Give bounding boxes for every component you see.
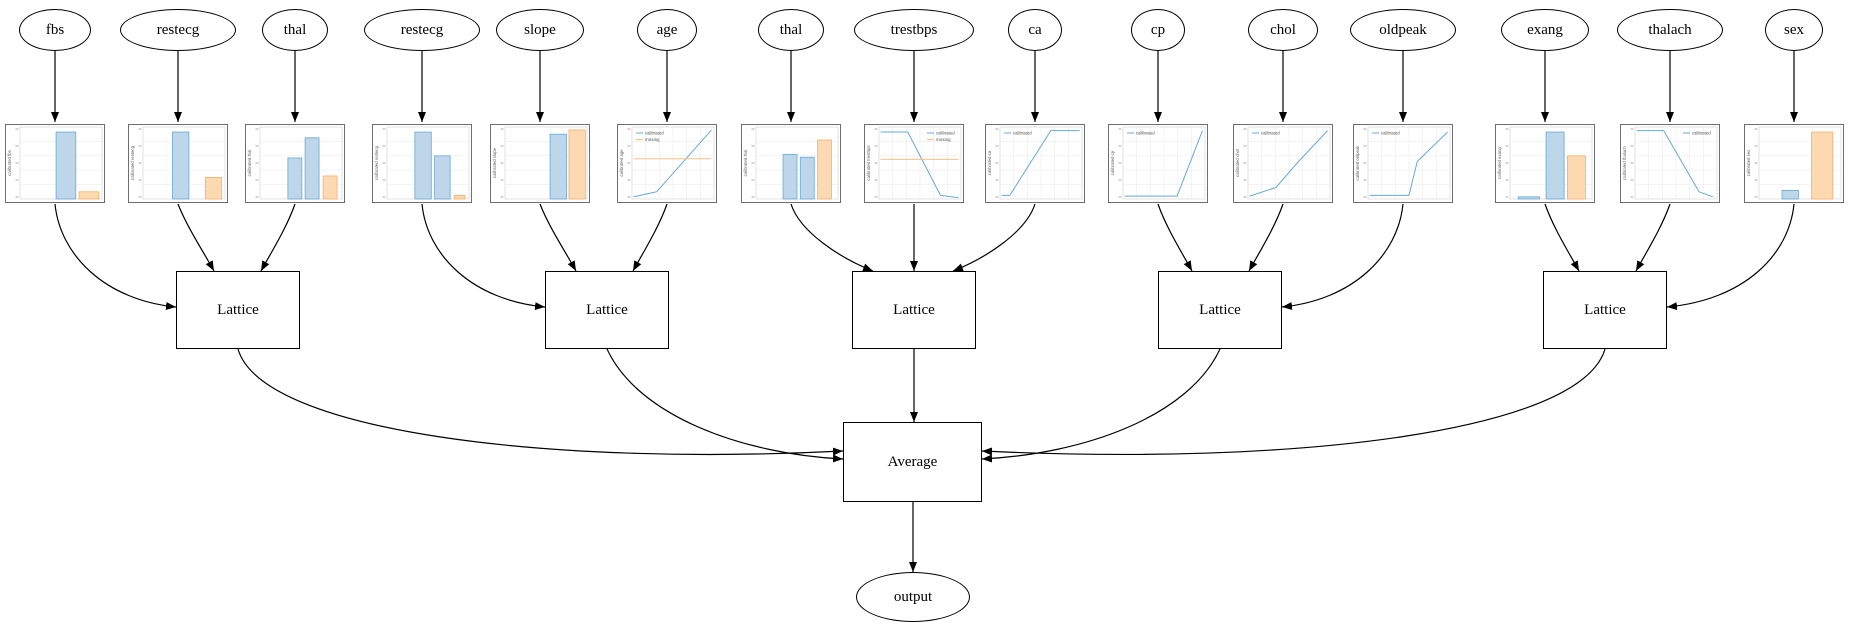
svg-text:calibrated: calibrated: [1261, 131, 1280, 136]
edge-arrow: [1281, 203, 1404, 310]
calibrator-chart-thalach: calibrated thalach calibrated: [1620, 124, 1720, 203]
edge-arrow: [539, 203, 577, 272]
feature-node-oldpeak: oldpeak: [1350, 9, 1456, 51]
edge-arrow: [1157, 203, 1193, 272]
calibrator-chart-chol: calibrated chol calibrated: [1233, 124, 1333, 203]
feature-node-slope: slope: [496, 9, 584, 51]
svg-text:calibrated slope: calibrated slope: [492, 147, 497, 178]
svg-text:calibrated thal: calibrated thal: [743, 150, 748, 177]
edge-arrow: [981, 348, 1606, 456]
svg-text:calibrated thal: calibrated thal: [247, 150, 252, 177]
calibrator-chart-oldpeak: calibrated oldpeak calibrated: [1353, 124, 1453, 203]
svg-text:calibrated chol: calibrated chol: [1235, 149, 1240, 177]
lattice-node-3: Lattice: [852, 271, 976, 349]
edge-arrow: [1635, 203, 1671, 272]
svg-text:calibrated: calibrated: [1013, 131, 1032, 136]
lattice-node-1: Lattice: [176, 271, 300, 349]
edge-arrow: [260, 203, 296, 272]
edge-arrow: [1544, 203, 1580, 272]
feature-node-chol: chol: [1248, 9, 1318, 51]
calibrator-chart-fbs: calibrated fbs: [5, 124, 105, 203]
edge-arrow: [177, 203, 215, 272]
feature-node-thal: thal: [758, 9, 824, 51]
edge-arrow: [632, 203, 668, 272]
svg-text:calibrated cp: calibrated cp: [1110, 150, 1115, 175]
feature-node-fbs: fbs: [19, 9, 91, 51]
calibrator-chart-restecg: calibrated restecg: [372, 124, 472, 203]
output-node: output: [856, 572, 970, 622]
svg-text:calibrated age: calibrated age: [619, 149, 624, 177]
svg-text:calibrated: calibrated: [1692, 131, 1711, 136]
svg-text:calibrated sex: calibrated sex: [1746, 149, 1751, 176]
feature-node-cp: cp: [1131, 9, 1185, 51]
feature-node-thal: thal: [262, 9, 328, 51]
edge-arrow: [606, 348, 844, 463]
svg-text:calibrated: calibrated: [936, 131, 955, 136]
svg-text:calibrated fbs: calibrated fbs: [7, 150, 12, 176]
calibrator-chart-thal: calibrated thal: [741, 124, 841, 203]
edge-arrow: [1666, 203, 1795, 311]
svg-text:calibrated trestbps: calibrated trestbps: [866, 145, 871, 180]
edge-arrow: [237, 348, 844, 456]
svg-text:calibrated: calibrated: [1381, 131, 1400, 136]
svg-text:calibrated thalach: calibrated thalach: [1622, 146, 1627, 180]
edge-arrow: [421, 203, 546, 311]
calibrator-chart-ca: calibrated ca calibrated: [985, 124, 1085, 203]
edge-arrow: [981, 348, 1221, 463]
svg-text:missing: missing: [645, 137, 660, 142]
svg-text:calibrated: calibrated: [645, 131, 664, 136]
feature-node-exang: exang: [1501, 9, 1589, 51]
edge-arrow: [790, 203, 874, 272]
calibrator-chart-cp: calibrated cp calibrated: [1108, 124, 1208, 203]
feature-node-sex: sex: [1765, 9, 1823, 51]
edge-arrow: [952, 203, 1036, 272]
calibrator-chart-slope: calibrated slope: [490, 124, 590, 203]
lattice-node-2: Lattice: [545, 271, 669, 349]
feature-node-age: age: [637, 9, 697, 51]
edge-arrow: [54, 203, 177, 310]
edge-arrow: [1248, 203, 1284, 272]
feature-node-ca: ca: [1008, 9, 1062, 51]
svg-text:calibrated ca: calibrated ca: [987, 150, 992, 175]
svg-text:calibrated exang: calibrated exang: [1497, 147, 1502, 179]
calibrator-chart-sex: calibrated sex: [1744, 124, 1844, 203]
calibrator-chart-exang: calibrated exang: [1495, 124, 1595, 203]
average-node: Average: [843, 422, 982, 502]
svg-text:calibrated restecg: calibrated restecg: [374, 145, 379, 180]
feature-node-restecg: restecg: [364, 9, 480, 51]
feature-node-restecg: restecg: [120, 9, 236, 51]
calibrator-chart-thal: calibrated thal: [245, 124, 345, 203]
svg-text:calibrated restecg: calibrated restecg: [130, 145, 135, 180]
svg-text:calibrated: calibrated: [1136, 131, 1155, 136]
svg-text:calibrated oldpeak: calibrated oldpeak: [1355, 145, 1360, 181]
feature-node-trestbps: trestbps: [854, 9, 974, 51]
svg-text:missing: missing: [936, 137, 951, 142]
lattice-node-5: Lattice: [1543, 271, 1667, 349]
feature-node-thalach: thalach: [1617, 9, 1723, 51]
calibrator-chart-restecg: calibrated restecg: [128, 124, 228, 203]
lattice-node-4: Lattice: [1158, 271, 1282, 349]
